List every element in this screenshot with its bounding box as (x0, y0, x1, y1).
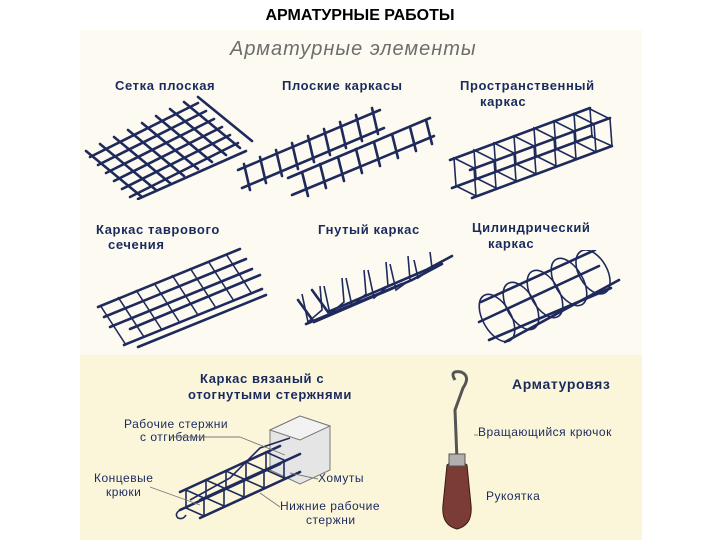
callout-end-hooks-2: крюки (106, 485, 142, 499)
tied-frame-panel (80, 355, 642, 540)
tied-frame-drawing (175, 415, 332, 520)
tee-frame-label-2: сечения (108, 237, 165, 252)
spatial-frame-label-1: Пространственный (460, 78, 595, 93)
callout-rotating-hook: Вращающийся крючок (478, 425, 612, 439)
callout-bottom-bars-2: стержни (306, 513, 356, 527)
flat-frames-label: Плоские каркасы (282, 78, 403, 93)
spatial-frame-drawing (448, 106, 614, 200)
tee-frame-label-1: Каркас таврового (96, 222, 220, 237)
cyl-frame-label-1: Цилиндрический (472, 220, 591, 235)
flat-mesh-label: Сетка плоская (115, 78, 216, 93)
tool-label: Арматуровяз (512, 376, 611, 392)
bent-frame-drawing (296, 251, 454, 326)
tied-frame-label-1: Каркас вязаный с (200, 371, 325, 386)
bent-frame-label: Гнутый каркас (318, 222, 420, 237)
callout-handle: Рукоятка (486, 489, 541, 503)
callout-bottom-bars-1: Нижние рабочие (280, 499, 380, 513)
callout-stirrups: Хомуты (318, 471, 365, 485)
tied-frame-label-2: отогнутыми стержнями (188, 387, 352, 402)
callout-end-hooks-1: Концевые (94, 471, 154, 485)
flat-frames-drawing (236, 106, 436, 198)
flat-mesh-drawing (84, 95, 254, 200)
tee-frame-drawing (96, 247, 268, 349)
slide-title: АРМАТУРНЫЕ РАБОТЫ (265, 7, 455, 24)
cylindrical-frame-drawing (477, 250, 621, 344)
cyl-frame-label-2: каркас (488, 236, 535, 251)
tie-tool-drawing (442, 370, 472, 530)
callout-working-bars-1: Рабочие стержни (124, 417, 229, 431)
diagram-heading: Арматурные элементы (230, 38, 477, 60)
spatial-frame-label-2: каркас (480, 94, 527, 109)
callout-leader-lines (149, 434, 478, 508)
